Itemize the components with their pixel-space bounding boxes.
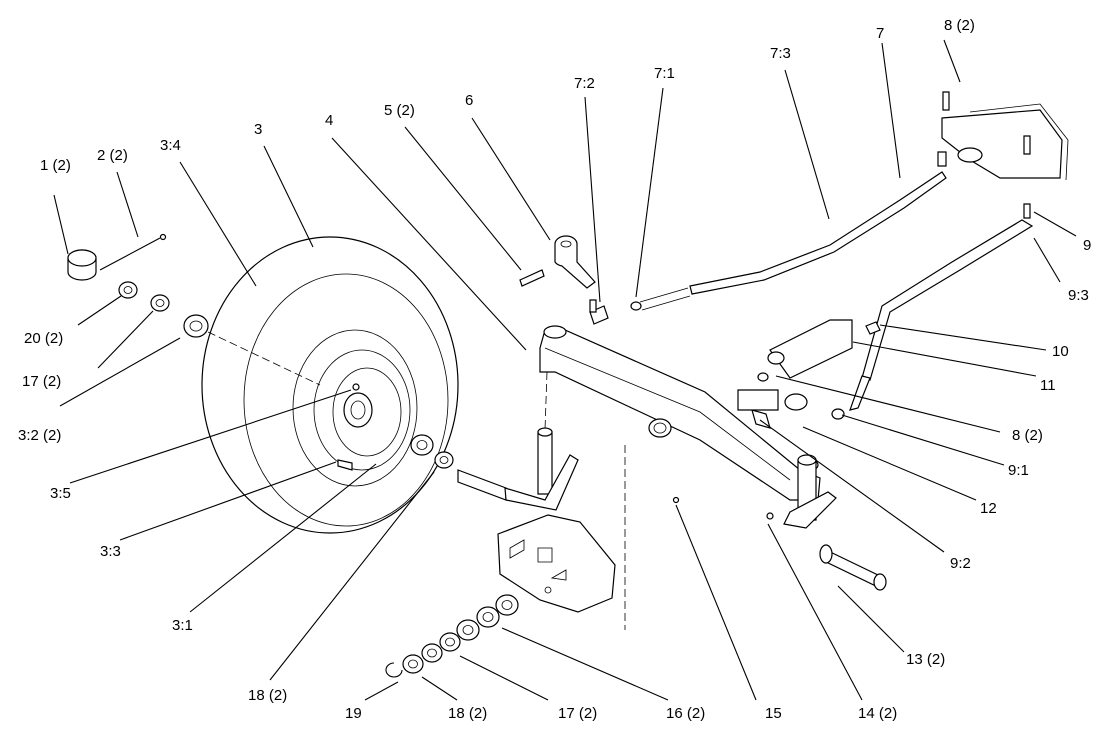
callout-12: 12 xyxy=(980,500,997,517)
callout-9-3: 9:3 xyxy=(1068,287,1089,304)
callout-17-bottom: 17 (2) xyxy=(558,705,597,722)
sector-gear xyxy=(937,91,1069,219)
callout-8-top: 8 (2) xyxy=(944,17,975,34)
callout-15: 15 xyxy=(765,705,782,722)
right-spindle xyxy=(766,454,887,591)
callout-17-left: 17 (2) xyxy=(22,373,61,390)
callout-9-2: 9:2 xyxy=(950,555,971,572)
callout-19: 19 xyxy=(345,705,362,722)
wheel-tire xyxy=(201,236,459,534)
callout-3-5: 3:5 xyxy=(50,485,71,502)
hub-hardware-right xyxy=(410,434,507,501)
callout-5: 5 (2) xyxy=(384,102,415,119)
callout-16: 16 (2) xyxy=(666,705,705,722)
callout-3-3: 3:3 xyxy=(100,543,121,560)
callout-14: 14 (2) xyxy=(858,705,897,722)
callout-6: 6 xyxy=(465,92,473,109)
left-spindle xyxy=(504,427,579,511)
callout-11: 11 xyxy=(1040,377,1056,394)
pivot-washers xyxy=(385,594,519,678)
steering-arm xyxy=(519,235,596,289)
callout-18-bottom: 18 (2) xyxy=(448,705,487,722)
callout-13: 13 (2) xyxy=(906,651,945,668)
front-axle xyxy=(539,325,821,630)
pivot-bracket xyxy=(497,496,680,613)
callout-4: 4 xyxy=(325,112,333,129)
callout-3: 3 xyxy=(254,121,262,138)
callout-9-1: 9:1 xyxy=(1008,462,1029,479)
hub-hardware-left xyxy=(67,233,321,386)
callout-7: 7 xyxy=(876,25,884,42)
callout-7-2: 7:2 xyxy=(574,75,595,92)
callout-3-4: 3:4 xyxy=(160,137,181,154)
callout-20: 20 (2) xyxy=(24,330,63,347)
drag-link xyxy=(589,171,947,325)
bushing-bracket xyxy=(737,319,881,411)
callout-9: 9 xyxy=(1083,237,1091,254)
leader-lines xyxy=(53,39,1077,701)
callout-10: 10 xyxy=(1052,343,1069,360)
callout-8-bottom: 8 (2) xyxy=(1012,427,1043,444)
callout-labels: 1 (2) 2 (2) 3:4 3 4 5 (2) 6 7:2 7:1 7:3 … xyxy=(18,17,1091,722)
callout-3-1: 3:1 xyxy=(172,617,193,634)
callout-1: 1 (2) xyxy=(40,157,71,174)
callout-3-2: 3:2 (2) xyxy=(18,427,61,444)
callout-7-1: 7:1 xyxy=(654,65,675,82)
callout-18-left: 18 (2) xyxy=(248,687,287,704)
callout-7-3: 7:3 xyxy=(770,45,791,62)
callout-2: 2 (2) xyxy=(97,147,128,164)
